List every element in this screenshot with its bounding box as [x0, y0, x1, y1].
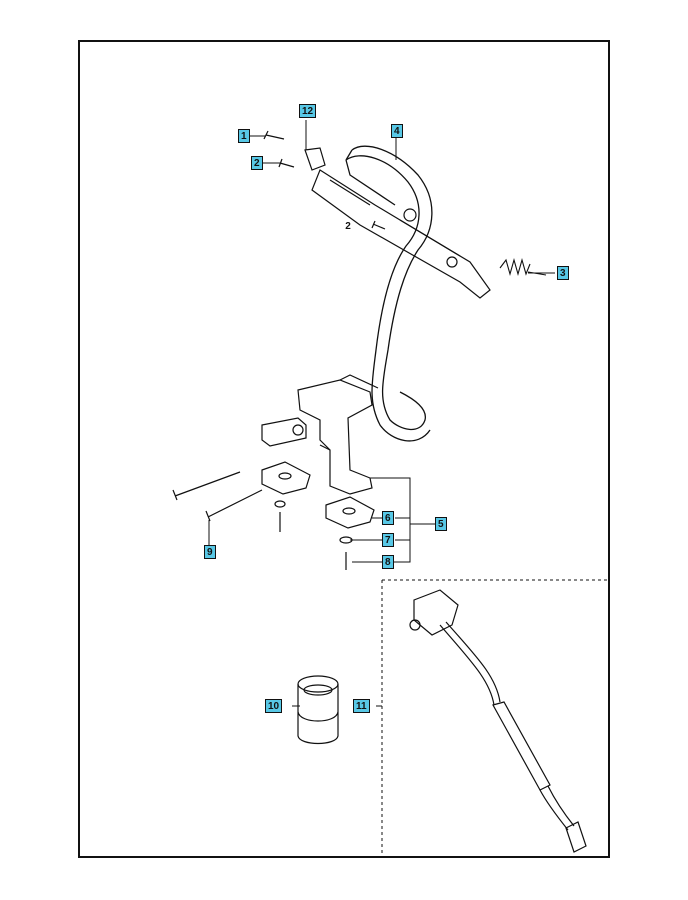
base-support [261, 374, 379, 495]
diagram-frame [78, 40, 610, 858]
long-bolts-part-9 [172, 471, 263, 522]
callout-12: 12 [299, 104, 317, 118]
callout-3: 3 [557, 266, 569, 280]
throttle-cable-part-11 [409, 589, 587, 853]
callout-7: 7 [382, 533, 394, 547]
callout-5: 5 [435, 517, 447, 531]
callout-10: 10 [265, 699, 283, 713]
callout-2-plain: 2 [345, 221, 351, 232]
inset-box-part-11 [381, 579, 608, 856]
rubber-pads-part-6 [261, 461, 375, 529]
callout-9: 9 [204, 545, 216, 559]
handle-bar-part-4 [345, 145, 433, 442]
washers-screws [274, 500, 353, 570]
callout-8: 8 [382, 555, 394, 569]
callout-11: 11 [353, 699, 370, 713]
callout-1: 1 [238, 129, 250, 143]
handle-bracket [304, 147, 491, 299]
callout-6: 6 [382, 511, 394, 525]
screws-top [263, 130, 386, 230]
coupling-part-10 [297, 675, 339, 745]
callout-4: 4 [391, 124, 403, 138]
callout-2: 2 [251, 156, 263, 170]
callout-lines-part-5 [350, 477, 435, 563]
leader-lines [208, 120, 555, 707]
